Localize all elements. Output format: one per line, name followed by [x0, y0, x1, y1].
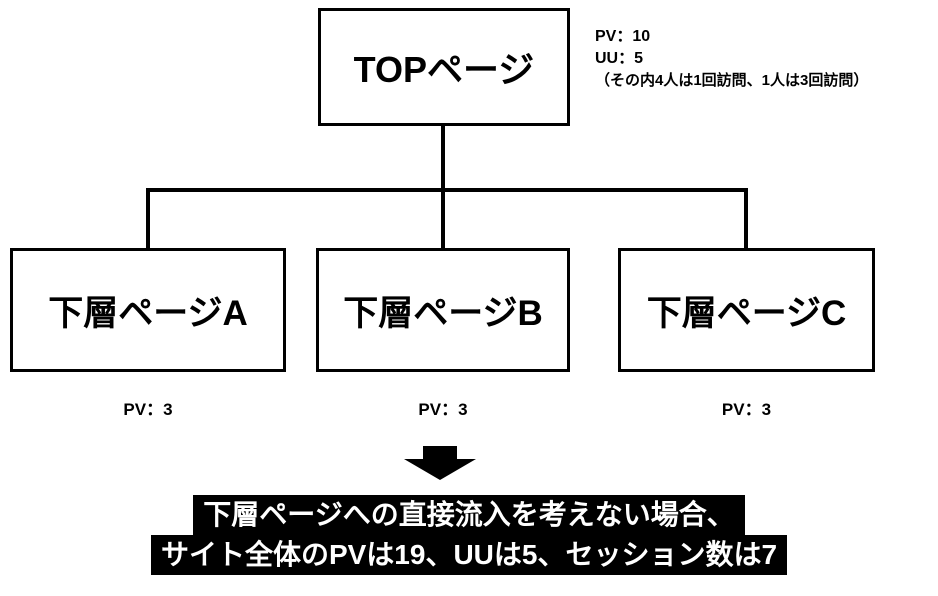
child-page-b-label: 下層ページB: [343, 293, 543, 333]
top-page-box: TOPページ: [318, 8, 570, 126]
down-arrow-icon: [404, 446, 476, 480]
connector-drop-a: [146, 188, 150, 248]
connector-drop-b: [441, 188, 445, 248]
child-page-a-pv: PV：3: [123, 400, 173, 419]
top-uu-value: UU：5: [595, 50, 644, 67]
child-page-box-b: 下層ページB: [316, 248, 570, 372]
child-page-box-a: 下層ページA: [10, 248, 286, 372]
down-arrow-bar: [423, 446, 457, 459]
child-page-box-c: 下層ページC: [618, 248, 875, 372]
top-pv-value: PV：10: [595, 28, 651, 45]
top-page-label: TOPページ: [353, 49, 535, 90]
connector-horizontal: [146, 188, 748, 192]
connector-top-vertical: [441, 126, 445, 191]
conclusion-banner: 下層ページへの直接流入を考えない場合、 サイト全体のPVは19、UUは5、セッシ…: [0, 495, 938, 575]
child-page-a-label: 下層ページA: [48, 293, 248, 333]
child-page-c-pv: PV：3: [721, 400, 772, 419]
top-page-stats: PV：10 UU：5 （その内4人は1回訪問、1人は3回訪問）: [595, 26, 868, 92]
child-page-c-label: 下層ページC: [646, 293, 847, 333]
connector-drop-c: [744, 188, 748, 248]
conclusion-line-1: 下層ページへの直接流入を考えない場合、: [193, 495, 745, 535]
down-arrow-head: [404, 459, 476, 480]
child-page-b-pv: PV：3: [418, 400, 468, 419]
top-visits-note: （その内4人は1回訪問、1人は3回訪問）: [595, 72, 869, 89]
conclusion-line-2: サイト全体のPVは19、UUは5、セッション数は7: [150, 535, 788, 575]
